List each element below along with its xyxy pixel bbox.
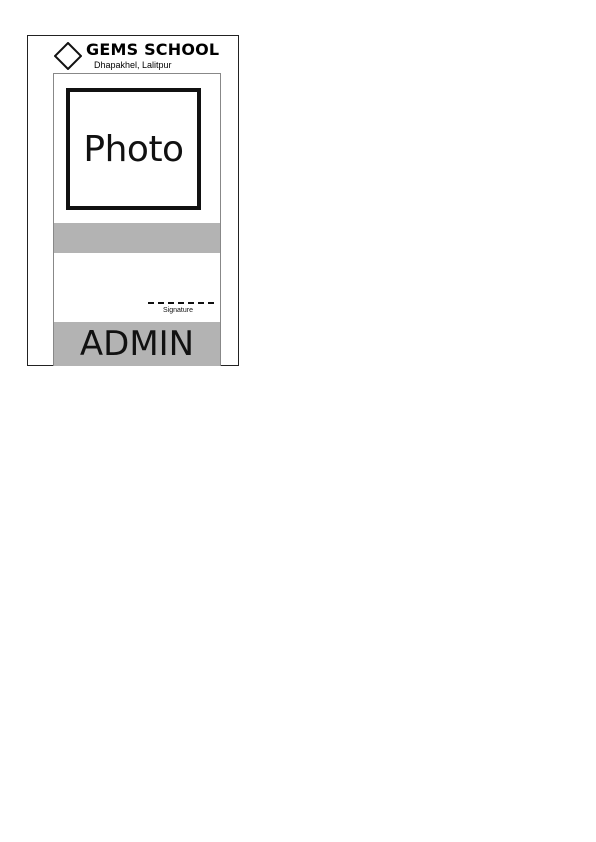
signature-line xyxy=(148,302,214,304)
name-band xyxy=(54,223,220,253)
school-address: Dhapakhel, Lalitpur xyxy=(94,60,172,70)
photo-label: Photo xyxy=(83,128,184,170)
school-name: GEMS SCHOOL xyxy=(86,40,220,59)
signature-label: Signature xyxy=(163,307,193,314)
role-title: ADMIN xyxy=(79,324,195,364)
id-card: GEMS SCHOOL Dhapakhel, Lalitpur Photo Si… xyxy=(27,35,239,366)
card-body: Photo Signature ADMIN xyxy=(53,73,221,366)
diamond-icon xyxy=(54,42,82,70)
photo-placeholder: Photo xyxy=(66,88,201,210)
role-band: ADMIN xyxy=(54,322,220,366)
